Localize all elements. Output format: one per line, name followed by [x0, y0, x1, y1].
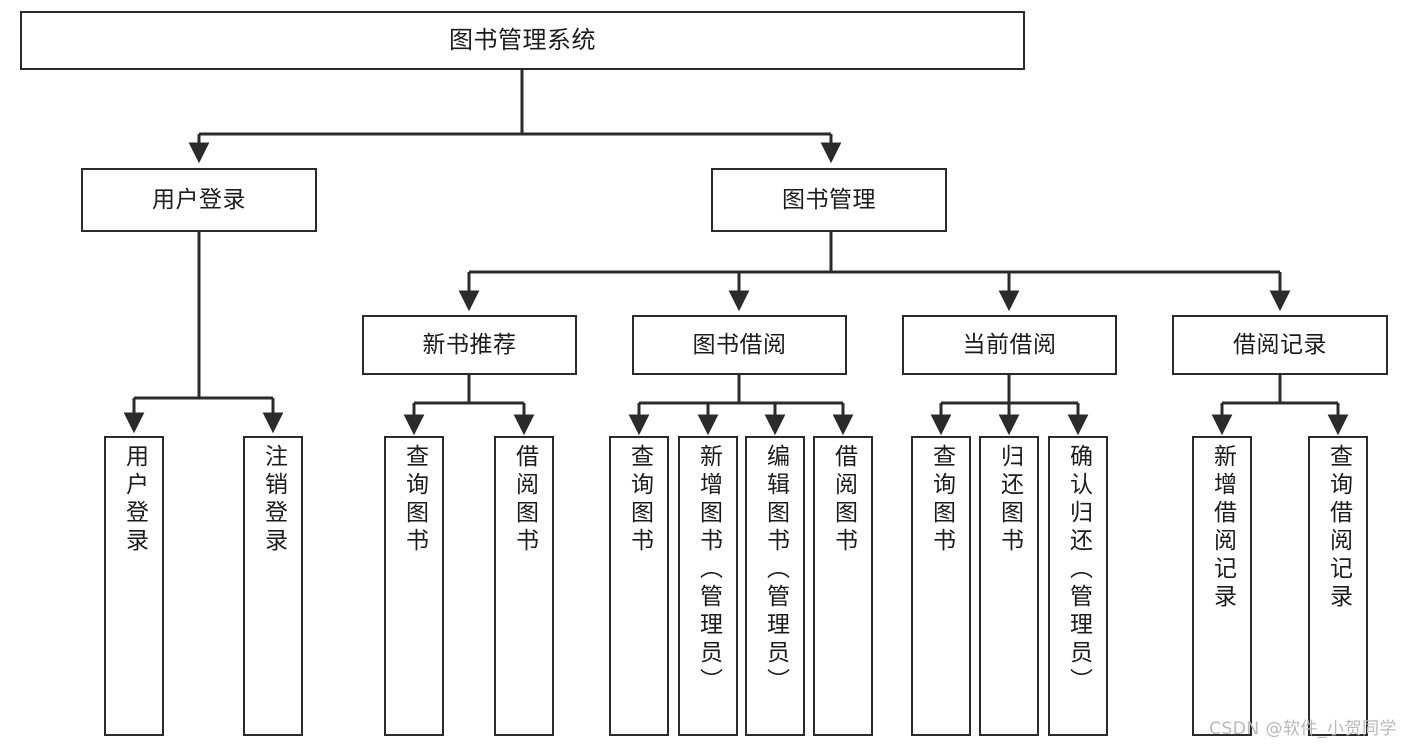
node-label: 用户登录 [121, 444, 148, 556]
node-user-login[interactable]: 用户登录 [81, 168, 317, 232]
node-label: 用户登录 [152, 186, 246, 213]
node-label: 归还图书 [996, 444, 1023, 556]
node-label: 新增借阅记录 [1209, 444, 1236, 612]
node-label: 确认归还（管理员） [1065, 444, 1092, 696]
leaf-confirm-return[interactable]: 确认归还（管理员） [1048, 436, 1108, 736]
leaf-user-login[interactable]: 用户登录 [104, 436, 164, 736]
leaf-add-record[interactable]: 新增借阅记录 [1192, 436, 1252, 736]
leaf-borrow-book-2[interactable]: 借阅图书 [813, 436, 873, 736]
node-label: 注销登录 [260, 444, 287, 556]
node-label: 图书管理 [782, 186, 876, 213]
watermark: CSDN @软件_小贺同学 [1209, 719, 1397, 739]
node-new-book-rec[interactable]: 新书推荐 [362, 315, 577, 375]
node-label: 图书管理系统 [449, 25, 596, 54]
leaf-query-book-1[interactable]: 查询图书 [384, 436, 444, 736]
node-label: 借阅图书 [511, 444, 538, 556]
leaf-query-book-2[interactable]: 查询图书 [609, 436, 669, 736]
node-label: 新增图书（管理员） [695, 444, 722, 696]
node-label: 编辑图书（管理员） [762, 444, 789, 696]
leaf-logout[interactable]: 注销登录 [243, 436, 303, 736]
node-label: 借阅图书 [830, 444, 857, 556]
node-root-system[interactable]: 图书管理系统 [20, 11, 1025, 70]
node-label: 新书推荐 [422, 331, 517, 358]
leaf-add-book[interactable]: 新增图书（管理员） [678, 436, 738, 736]
node-book-manage[interactable]: 图书管理 [711, 168, 947, 232]
node-label: 查询借阅记录 [1325, 444, 1352, 612]
node-label: 当前借阅 [962, 331, 1057, 358]
node-label: 查询图书 [401, 444, 428, 556]
node-borrow-record[interactable]: 借阅记录 [1172, 315, 1388, 375]
node-book-borrow[interactable]: 图书借阅 [632, 315, 847, 375]
leaf-borrow-book-1[interactable]: 借阅图书 [494, 436, 554, 736]
leaf-query-record[interactable]: 查询借阅记录 [1308, 436, 1368, 736]
node-label: 图书借阅 [692, 331, 787, 358]
node-label: 查询图书 [626, 444, 653, 556]
leaf-query-book-3[interactable]: 查询图书 [911, 436, 971, 736]
node-label: 借阅记录 [1233, 331, 1327, 358]
leaf-return-book[interactable]: 归还图书 [979, 436, 1039, 736]
leaf-edit-book[interactable]: 编辑图书（管理员） [745, 436, 805, 736]
node-current-borrow[interactable]: 当前借阅 [902, 315, 1117, 375]
node-label: 查询图书 [928, 444, 955, 556]
